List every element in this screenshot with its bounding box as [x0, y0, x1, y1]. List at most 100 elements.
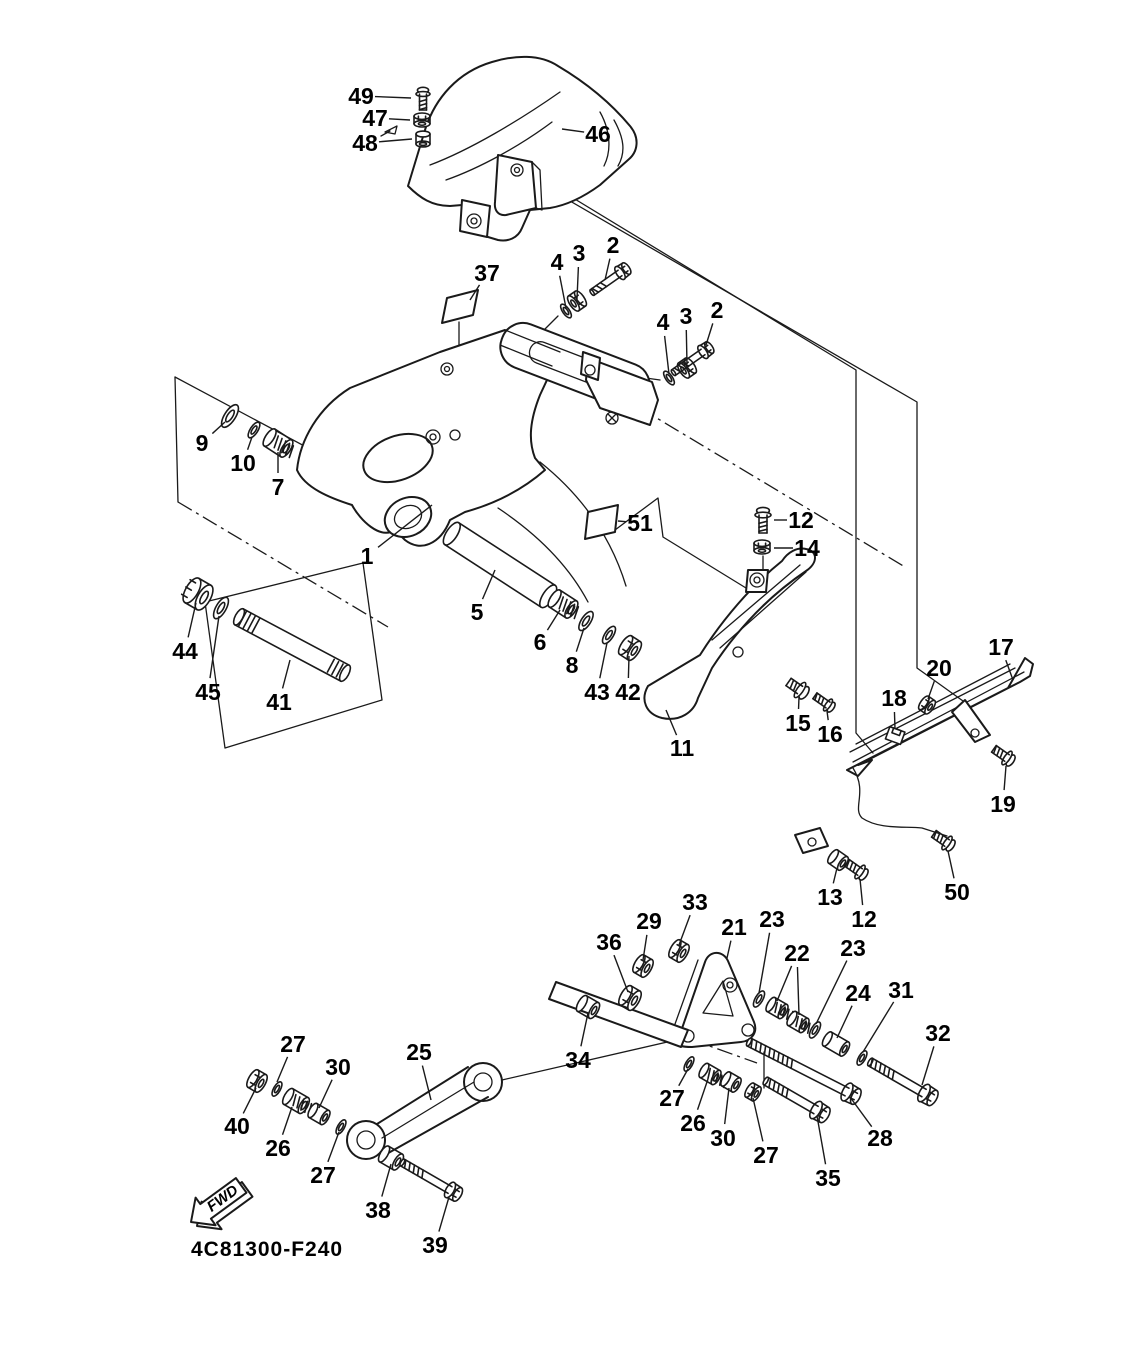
callout-36: 36 — [596, 929, 629, 993]
callout-50: 50 — [944, 850, 970, 905]
shaft-41 — [232, 607, 352, 683]
rear-fender-outline — [407, 55, 638, 242]
callout-4: 4 — [551, 249, 567, 309]
callout-51: 51 — [617, 510, 653, 536]
callout-35: 35 — [815, 1115, 841, 1191]
relay-arm-hole-right — [741, 1023, 755, 1037]
nut-47 — [413, 112, 431, 128]
callout-label: 8 — [566, 652, 579, 678]
callout-30: 30 — [710, 1087, 736, 1151]
washer-27a — [271, 1081, 283, 1097]
bearing-6 — [547, 589, 580, 620]
callout-leader — [726, 940, 732, 959]
callout-label: 17 — [988, 634, 1014, 660]
rod-to-relay-line — [501, 1039, 677, 1081]
callout-leader — [893, 711, 896, 730]
washer-4b — [662, 370, 676, 386]
bolt-2a — [589, 262, 632, 297]
washer-23b — [808, 1021, 822, 1039]
collar-48 — [415, 130, 431, 148]
callout-leader — [377, 504, 433, 548]
callout-40: 40 — [224, 1087, 257, 1139]
callout-leader — [1005, 659, 1014, 681]
callout-leader — [438, 1196, 450, 1232]
callout-label: 6 — [534, 629, 547, 655]
fender-arrow-mark — [380, 125, 398, 137]
bushing-38 — [377, 1145, 405, 1171]
callout-label: 16 — [817, 721, 843, 747]
callout-25: 25 — [406, 1039, 432, 1101]
callout-label: 18 — [881, 685, 907, 711]
collar-24 — [821, 1031, 851, 1057]
callout-8: 8 — [566, 627, 585, 678]
chain-buffer — [643, 547, 816, 720]
callout-1: 1 — [361, 504, 433, 569]
callout-leader — [421, 1065, 432, 1101]
end-block-tab — [580, 351, 601, 381]
parts-layer — [180, 86, 1016, 1203]
callout-leader — [663, 335, 670, 375]
callout-2: 2 — [604, 232, 620, 281]
callout-leader — [796, 966, 800, 1016]
callout-11: 11 — [665, 709, 694, 761]
callout-42: 42 — [615, 655, 641, 705]
callout-27: 27 — [276, 1031, 306, 1083]
sticker-37 — [441, 289, 479, 324]
callout-label: 37 — [474, 260, 500, 286]
bolt-12a — [754, 506, 772, 534]
callout-13: 13 — [817, 867, 843, 910]
callout-6: 6 — [534, 609, 561, 655]
callout-leader — [849, 1096, 873, 1128]
collar-30a — [307, 1102, 331, 1126]
callout-leader — [209, 615, 220, 679]
callout-leader — [561, 128, 585, 133]
nut-36 — [617, 984, 643, 1012]
callout-label: 12 — [851, 906, 877, 932]
callout-label: 50 — [944, 879, 970, 905]
callout-leader — [921, 1046, 935, 1086]
bearing-22a — [765, 996, 794, 1023]
guard-bracket-hole — [970, 728, 980, 738]
bolt-32 — [866, 1057, 939, 1107]
fender-ridge-4 — [613, 119, 624, 167]
callout-label: 31 — [888, 977, 914, 1003]
callout-label: 2 — [711, 297, 724, 323]
swingarm — [296, 321, 659, 603]
callout-label: 13 — [817, 884, 843, 910]
fender-bracket-hole-inner — [513, 166, 521, 174]
callout-label: 39 — [422, 1232, 448, 1258]
callout-47: 47 — [362, 105, 411, 131]
callout-leader — [832, 867, 838, 884]
callout-39: 39 — [422, 1196, 450, 1258]
callout-leader — [378, 138, 413, 143]
callout-27: 27 — [310, 1131, 340, 1188]
fender-ridge-3 — [599, 111, 610, 167]
chain-buffer-layers — [711, 564, 807, 649]
callout-leader — [481, 569, 496, 600]
callout-label: 2 — [607, 232, 620, 258]
callout-leader — [546, 609, 561, 631]
sticker-51 — [584, 504, 619, 540]
callout-44: 44 — [172, 602, 198, 664]
callout-12: 12 — [851, 878, 877, 932]
fender-tab-hole-inner — [470, 217, 478, 225]
callout-leader — [281, 1106, 293, 1135]
swingarm-main-plate — [296, 329, 561, 547]
swingarm-hole-1 — [440, 362, 454, 376]
callout-26: 26 — [680, 1078, 709, 1136]
callout-leader — [469, 284, 481, 301]
callout-leader — [685, 329, 688, 365]
washer-43 — [601, 625, 617, 645]
callout-leader — [642, 934, 648, 961]
callout-33: 33 — [678, 889, 708, 946]
collar-30b — [720, 1071, 742, 1093]
fender-tab-hole — [466, 213, 482, 229]
bearing-26a — [281, 1087, 313, 1116]
callout-leader — [678, 914, 691, 946]
callout-leader — [599, 642, 608, 679]
callout-label: 41 — [266, 689, 292, 715]
washer-27b — [335, 1119, 347, 1135]
rod-eye-left-hole — [356, 1130, 376, 1150]
